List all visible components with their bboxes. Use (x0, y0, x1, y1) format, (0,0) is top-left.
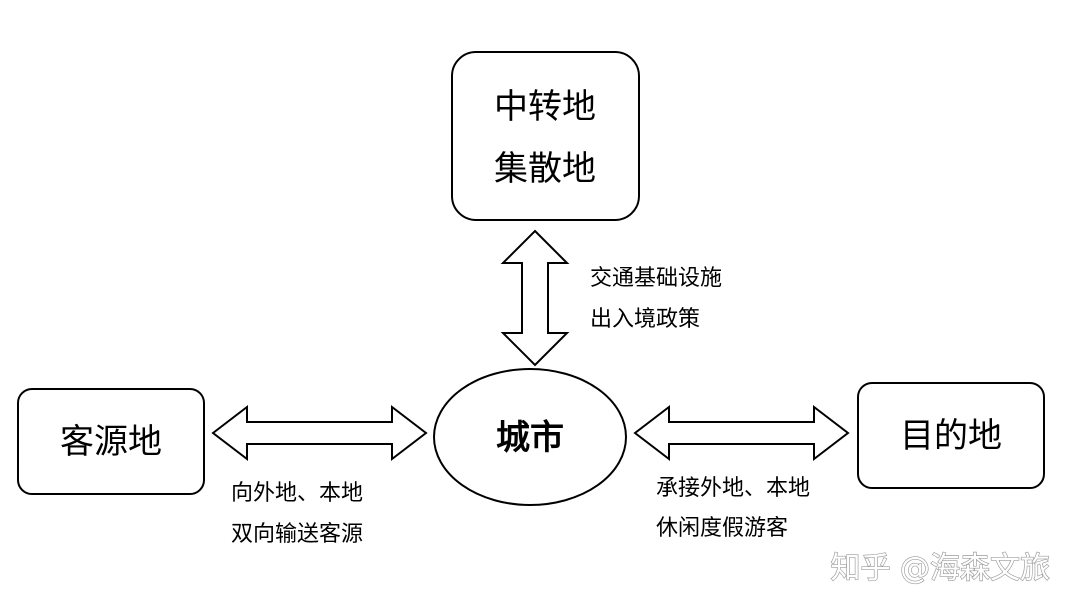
hub-label-line1: 中转地 (494, 87, 596, 127)
left-arrow-label-line1: 向外地、本地 (231, 481, 363, 506)
right-arrow-label-line2: 休闲度假游客 (656, 516, 788, 541)
right-double-arrow (633, 404, 850, 462)
hub-label-line2: 集散地 (494, 149, 596, 189)
source-box (17, 388, 205, 495)
hub-box (451, 51, 640, 221)
vertical-arrow-label-line2: 出入境政策 (590, 307, 700, 332)
vertical-arrow-label-line1: 交通基础设施 (590, 266, 722, 291)
watermark: 知乎 @海森文旅 (830, 551, 1050, 586)
destination-box (857, 382, 1045, 489)
right-arrow-label-line1: 承接外地、本地 (656, 476, 810, 501)
left-arrow-label-line2: 双向输送客源 (231, 522, 363, 547)
city-ellipse (433, 368, 627, 506)
source-label: 客源地 (60, 422, 162, 462)
city-label: 城市 (496, 418, 564, 458)
vertical-double-arrow (500, 229, 570, 367)
destination-label: 目的地 (900, 416, 1002, 456)
left-double-arrow (211, 404, 428, 462)
